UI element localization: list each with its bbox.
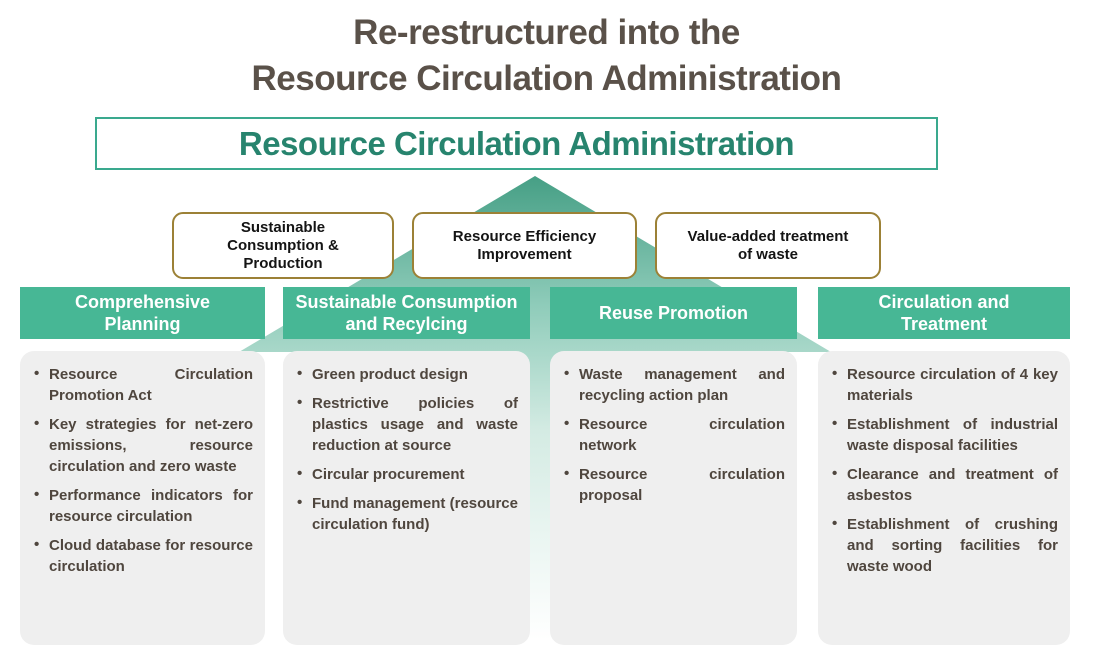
pillar-label-line: Value-added treatment bbox=[687, 227, 849, 245]
list-item: Restrictive policies of plastics usage a… bbox=[295, 392, 518, 456]
card-sustainable-consumption-recycling: Green product design Restrictive policie… bbox=[283, 351, 530, 645]
pillar-resource-efficiency: Resource Efficiency Improvement bbox=[412, 212, 637, 279]
list-item: Cloud database for resource circulation bbox=[32, 534, 253, 577]
list-item: Resource circulation of 4 key materials bbox=[830, 363, 1058, 406]
card-reuse-promotion: Waste management and recycling action pl… bbox=[550, 351, 797, 645]
list-item: Resource circulation proposal bbox=[562, 463, 785, 506]
list-item: Resource Circulation Promotion Act bbox=[32, 363, 253, 406]
list-item: Key strategies for net-zero emissions, r… bbox=[32, 413, 253, 477]
column-header-comprehensive-planning: Comprehensive Planning bbox=[20, 287, 265, 339]
list-item: Fund management (resource circulation fu… bbox=[295, 492, 518, 535]
pillar-label-line: Consumption & bbox=[227, 236, 339, 254]
bullet-list: Resource Circulation Promotion Act Key s… bbox=[32, 363, 253, 577]
pillar-label-line: Improvement bbox=[477, 245, 572, 263]
administration-box-label: Resource Circulation Administration bbox=[238, 124, 795, 162]
list-item: Clearance and treatment of asbestos bbox=[830, 463, 1058, 506]
pillar-label-line: Production bbox=[243, 254, 323, 272]
column-header-line: Sustainable Consumption bbox=[295, 292, 518, 312]
pillar-label-line: Resource Efficiency bbox=[452, 227, 597, 245]
pillar-label-line: of waste bbox=[737, 245, 798, 263]
card-circulation-treatment: Resource circulation of 4 key materials … bbox=[818, 351, 1070, 645]
list-item: Circular procurement bbox=[295, 463, 518, 485]
column-header-line: and Recylcing bbox=[345, 314, 468, 334]
column-header-circulation-treatment: Circulation and Treatment bbox=[818, 287, 1070, 339]
list-item: Waste management and recycling action pl… bbox=[562, 363, 785, 406]
pillar-sustainable-consumption-production: Sustainable Consumption & Production bbox=[172, 212, 394, 279]
pillar-label-line: Sustainable bbox=[240, 218, 326, 236]
column-header-reuse-promotion: Reuse Promotion bbox=[550, 287, 797, 339]
list-item: Establishment of industrial waste dispos… bbox=[830, 413, 1058, 456]
page-title: Re-restructured into the Resource Circul… bbox=[0, 10, 1093, 102]
page-title-line2: Resource Circulation Administration bbox=[251, 59, 842, 98]
page-title-line1: Re-restructured into the bbox=[353, 13, 740, 52]
column-header-line: Circulation and bbox=[878, 292, 1010, 312]
bullet-list: Green product design Restrictive policie… bbox=[295, 363, 518, 535]
bullet-list: Resource circulation of 4 key materials … bbox=[830, 363, 1058, 577]
list-item: Green product design bbox=[295, 363, 518, 385]
list-item: Performance indicators for resource circ… bbox=[32, 484, 253, 527]
column-header-line: Comprehensive bbox=[74, 292, 211, 312]
administration-box: Resource Circulation Administration bbox=[95, 117, 938, 170]
column-header-line: Reuse Promotion bbox=[598, 303, 749, 323]
card-comprehensive-planning: Resource Circulation Promotion Act Key s… bbox=[20, 351, 265, 645]
list-item: Resource circulation network bbox=[562, 413, 785, 456]
column-header-sustainable-consumption-recycling: Sustainable Consumption and Recylcing bbox=[283, 287, 530, 339]
bullet-list: Waste management and recycling action pl… bbox=[562, 363, 785, 506]
column-header-line: Treatment bbox=[900, 314, 988, 334]
column-header-line: Planning bbox=[104, 314, 181, 334]
pillar-value-added-treatment: Value-added treatment of waste bbox=[655, 212, 881, 279]
list-item: Establishment of crushing and sorting fa… bbox=[830, 513, 1058, 577]
